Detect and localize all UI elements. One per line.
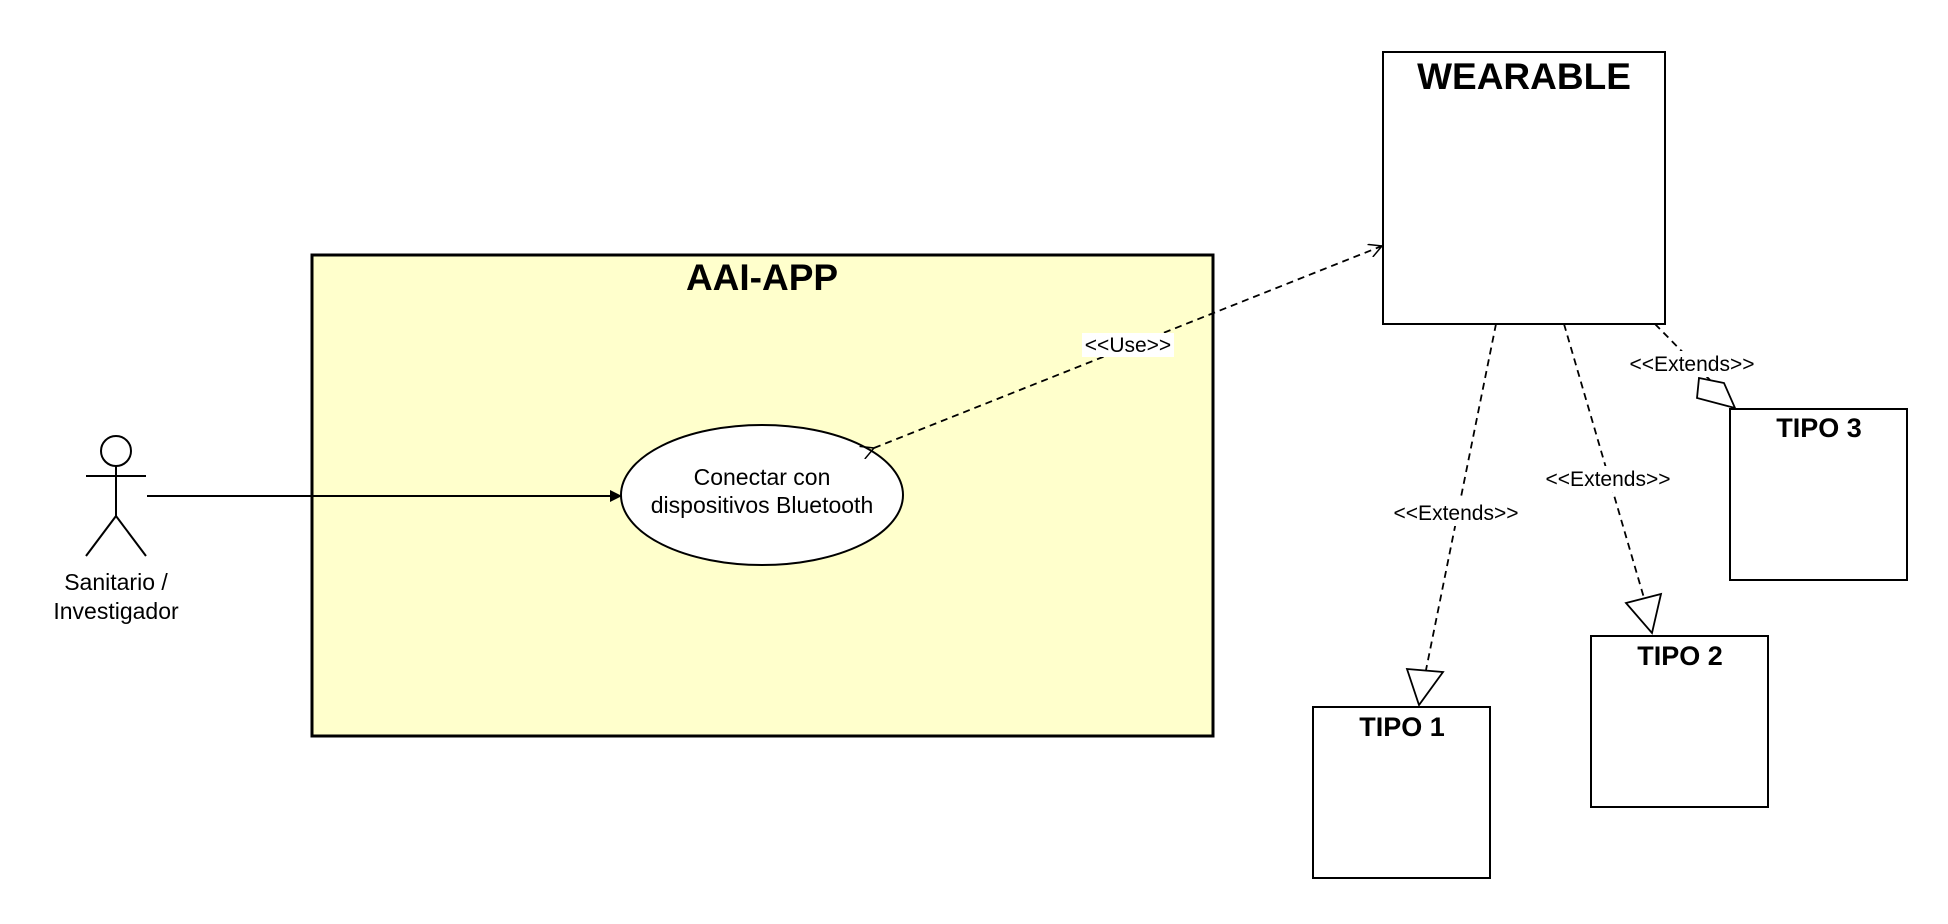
- use-case-label-line-2: dispositivos Bluetooth: [651, 492, 873, 518]
- extends-relation-tipo-2: <<Extends>>: [1542, 323, 1674, 635]
- wearable-box[interactable]: WEARABLE: [1382, 51, 1666, 325]
- tipo-3-box[interactable]: TIPO 3: [1729, 408, 1908, 581]
- actor-name-line-2: Investigador: [53, 598, 179, 624]
- actor-stick-figure: [85, 435, 147, 557]
- use-relationship: <<Use>>: [874, 246, 1382, 448]
- tipo-3-title: TIPO 3: [1776, 413, 1862, 443]
- use-case-ellipse: [620, 424, 904, 566]
- actor[interactable]: Sanitario / Investigador: [53, 435, 179, 624]
- extends-label-1-background: [1390, 500, 1522, 526]
- extends-label-tipo-2: <<Extends>>: [1546, 468, 1671, 491]
- tipo-1-title: TIPO 1: [1359, 712, 1445, 742]
- extends-line-tipo-1: [1425, 323, 1497, 671]
- use-case-label-line-1: Conectar con: [694, 464, 831, 490]
- tipo-1-box[interactable]: TIPO 1: [1312, 706, 1491, 879]
- wearable-box-outline: [1382, 51, 1666, 325]
- extends-arrowhead-tipo-2: [1624, 592, 1663, 635]
- actor-name-line-1: Sanitario /: [64, 569, 168, 595]
- extends-arrowhead-tipo-3: [1696, 376, 1737, 410]
- system-title: AAI-APP: [686, 257, 838, 298]
- wearable-title: WEARABLE: [1417, 56, 1631, 97]
- use-label: <<Use>>: [1085, 334, 1171, 357]
- extends-arrowhead-tipo-1: [1405, 667, 1445, 707]
- tipo-2-box[interactable]: TIPO 2: [1590, 635, 1769, 808]
- tipo-1-box-outline: [1312, 706, 1491, 879]
- tipo-2-box-outline: [1590, 635, 1769, 808]
- use-label-background: [1082, 333, 1174, 357]
- extends-label-tipo-3: <<Extends>>: [1630, 353, 1755, 376]
- tipo-3-box-outline: [1729, 408, 1908, 581]
- use-case-connect-bluetooth[interactable]: Conectar con dispositivos Bluetooth: [620, 424, 904, 566]
- tipo-2-title: TIPO 2: [1637, 641, 1723, 671]
- extends-label-3-background: [1626, 351, 1758, 377]
- extends-label-2-background: [1542, 466, 1674, 492]
- extends-relation-tipo-1: <<Extends>>: [1390, 323, 1522, 707]
- extends-label-tipo-1: <<Extends>>: [1394, 502, 1519, 525]
- extends-relation-tipo-3: <<Extends>>: [1626, 323, 1758, 410]
